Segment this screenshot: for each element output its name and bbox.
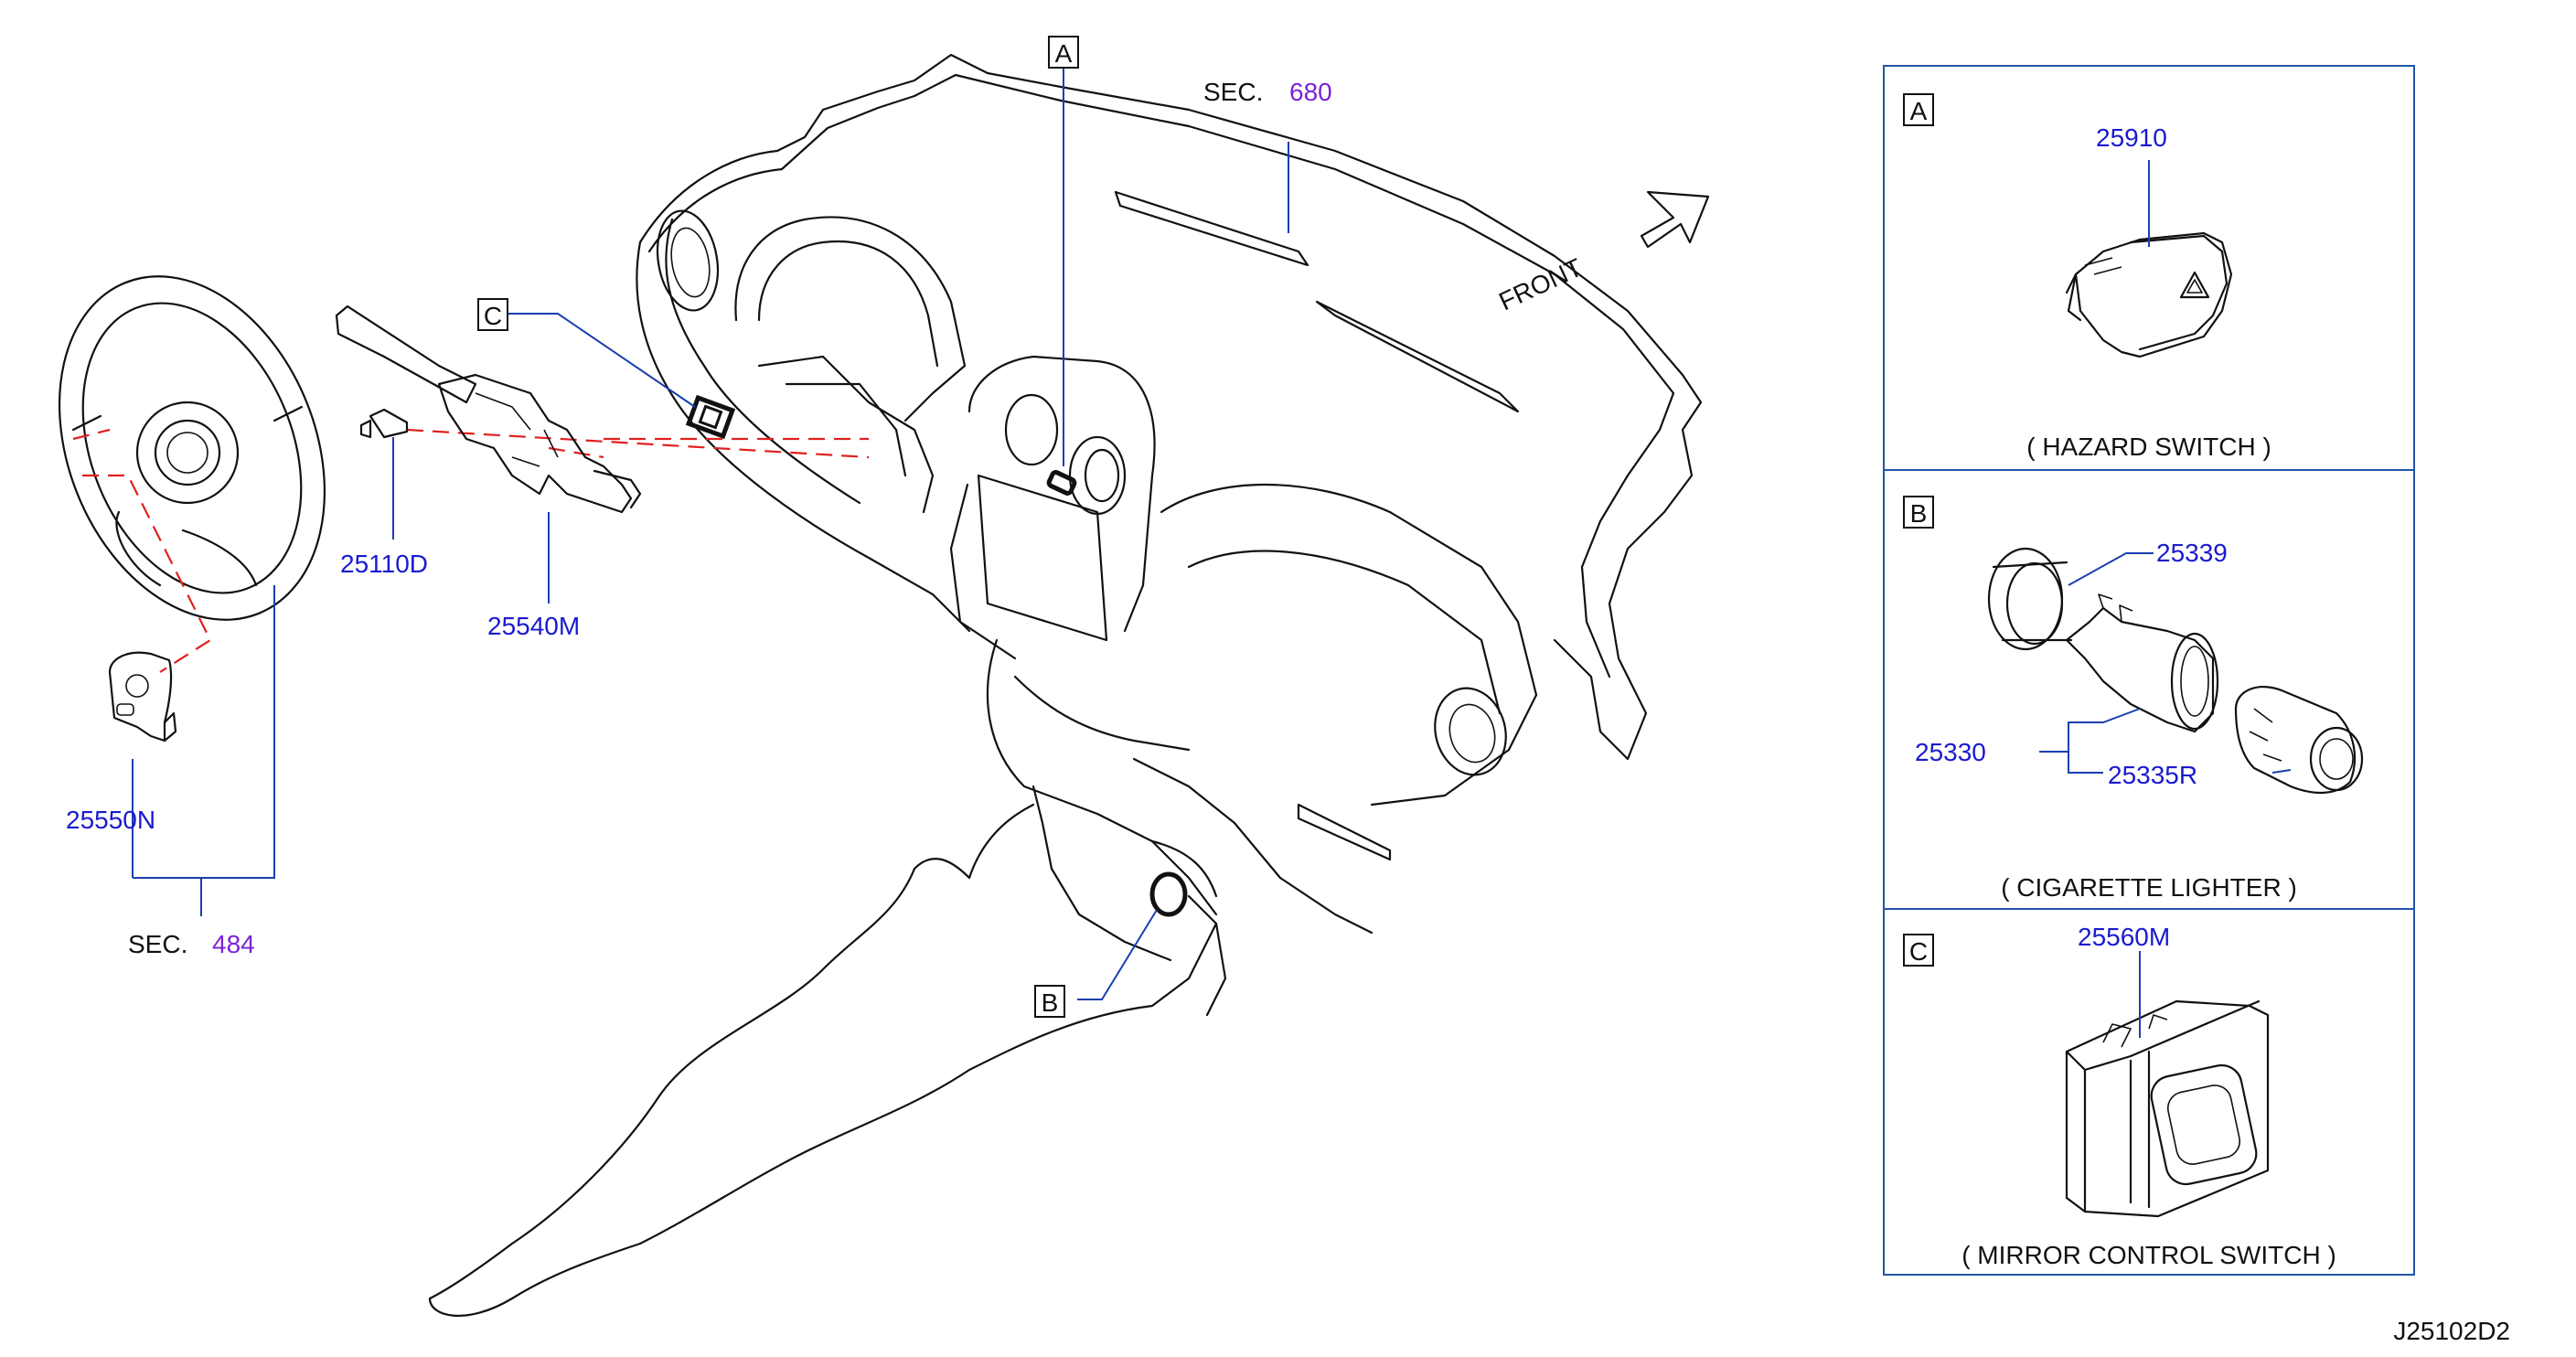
part-25550n: 25550N (66, 806, 155, 834)
part-25540m: 25540M (487, 612, 580, 640)
steering-wheel-drawing (58, 275, 326, 621)
sec-680-number: 680 (1289, 78, 1332, 106)
sec-680-prefix: SEC. (1203, 78, 1263, 106)
diagram-code: J25102D2 (2393, 1317, 2510, 1345)
callout-b-label: B (1042, 988, 1059, 1017)
part-25335r: 25335R (2108, 761, 2197, 789)
panel-b-key-box (1903, 496, 1934, 529)
panel-a-caption: ( HAZARD SWITCH ) (2026, 433, 2271, 461)
sec-484-number: 484 (212, 930, 255, 958)
callout-a-label: A (1055, 39, 1073, 68)
panel-c-frame (1883, 908, 2415, 1276)
sec-484-prefix: SEC. (128, 930, 187, 958)
callout-c-label: C (484, 302, 502, 330)
callout-b-box (1034, 985, 1065, 1018)
part-25330: 25330 (1915, 738, 1986, 766)
callout-c-box (477, 298, 508, 331)
panel-leader-lines (2039, 160, 2292, 1038)
part-25110d: 25110D (340, 550, 428, 578)
dashed-assembly-lines (72, 428, 870, 673)
part-25339: 25339 (2156, 539, 2228, 567)
front-label: FRONT (1494, 253, 1587, 316)
part-25560m: 25560M (2078, 923, 2170, 951)
panel-b-caption: ( CIGARETTE LIGHTER ) (2001, 873, 2297, 902)
callout-a-box (1048, 36, 1079, 69)
panel-b-frame (1883, 469, 2415, 910)
front-direction-arrow (1640, 190, 1710, 249)
panel-a-key: A (1910, 97, 1928, 125)
part-25910: 25910 (2096, 123, 2167, 152)
instrument-panel-drawing (428, 53, 1703, 1318)
panel-c-key-box (1903, 934, 1934, 967)
leader-lines (132, 69, 1289, 1000)
cigarette-lighter-drawing (1987, 547, 2364, 795)
hazard-switch-drawing (2065, 231, 2233, 358)
panel-b-key: B (1910, 499, 1928, 528)
panel-c-caption: ( MIRROR CONTROL SWITCH ) (1961, 1241, 2336, 1269)
steering-switch-drawing (108, 651, 177, 743)
mirror-switch-drawing (2065, 999, 2270, 1218)
panel-c-key: C (1909, 937, 1928, 966)
combination-switch-drawing (335, 305, 642, 514)
panel-a-key-box (1903, 93, 1934, 126)
